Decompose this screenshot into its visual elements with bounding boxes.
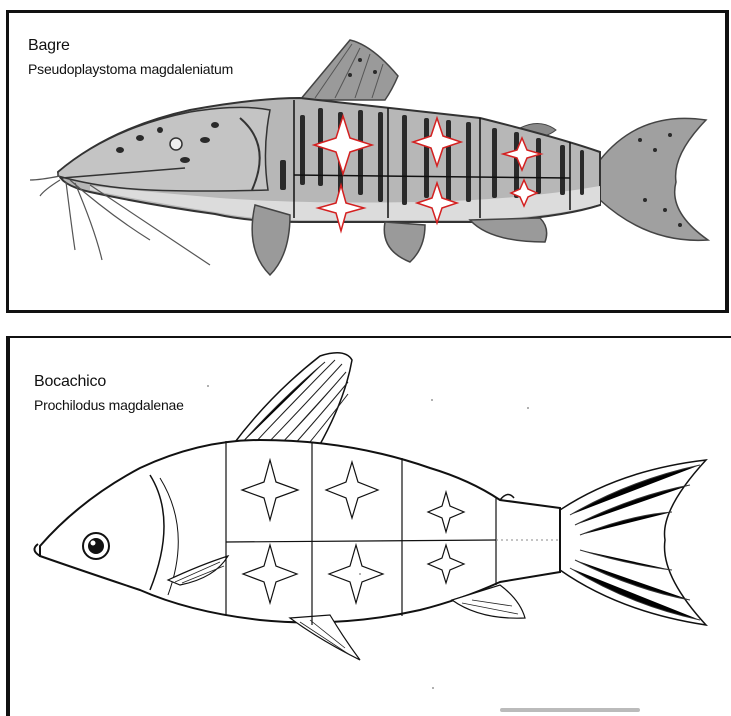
- bottom-smudge: [500, 708, 640, 712]
